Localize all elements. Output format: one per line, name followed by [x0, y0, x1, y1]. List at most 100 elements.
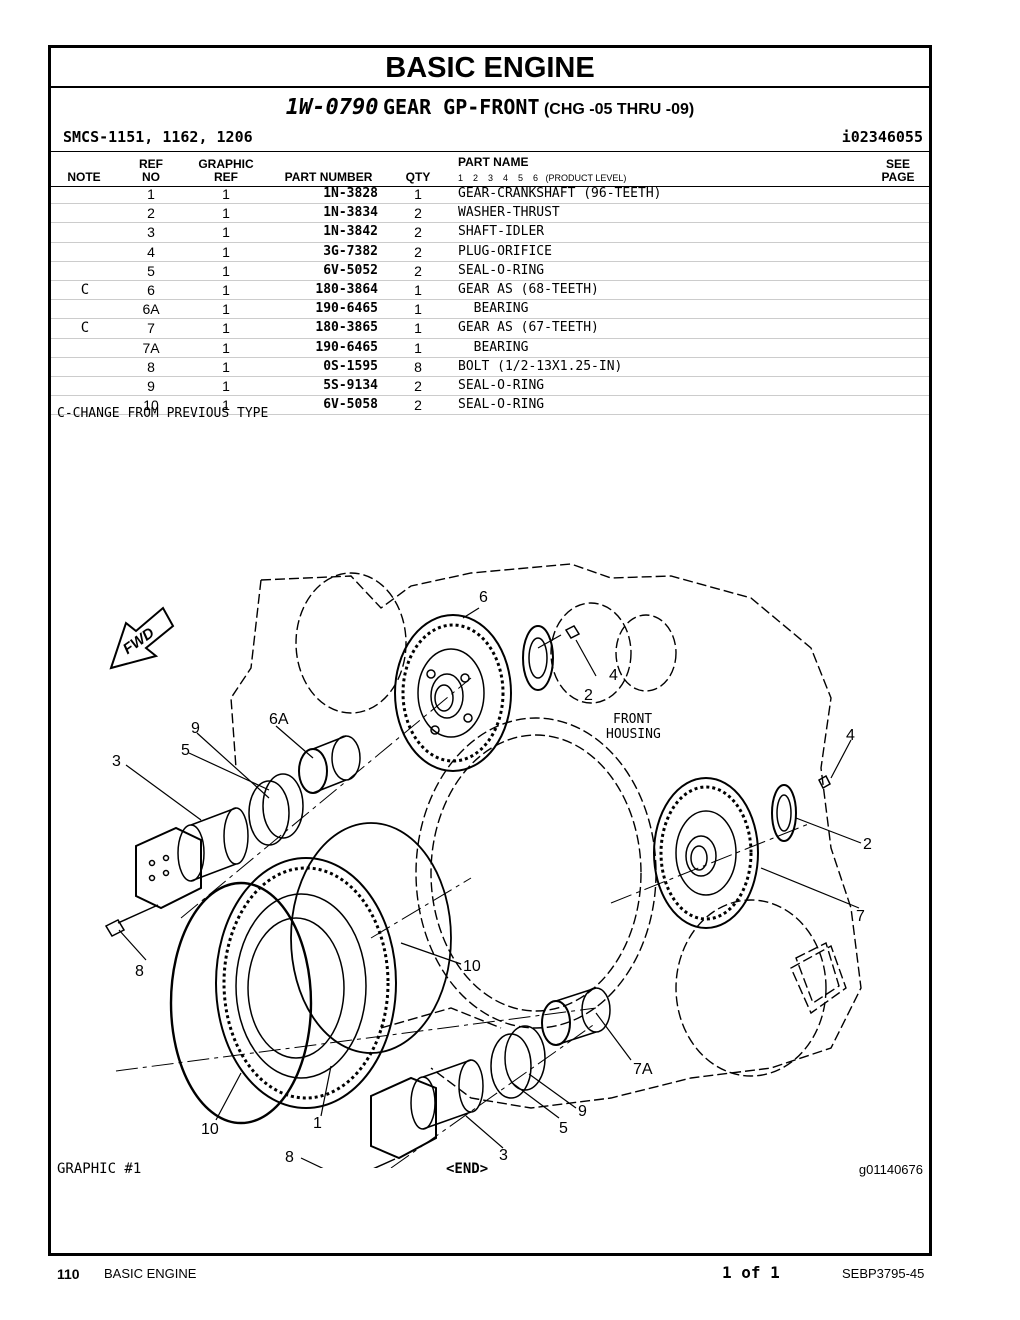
header-part-number: PART NUMBER — [284, 170, 373, 184]
callout-1: 1 — [313, 1115, 322, 1132]
ref-no-cell: 1 — [147, 186, 155, 202]
footer-page-of: 1 of 1 — [722, 1263, 780, 1282]
table-header: NOTE REF NO GRAPHIC REF PART NUMBER QTY … — [51, 151, 929, 187]
callout-9-lower: 9 — [578, 1103, 587, 1120]
footer-page-number: 110 — [57, 1266, 80, 1282]
bearing-6a — [298, 735, 361, 794]
callout-leaders — [118, 607, 862, 1168]
part-number-cell: 3G-7382 — [323, 243, 378, 259]
ref-no-cell: 3 — [147, 224, 155, 241]
part-name-cell: PLUG-ORIFICE — [458, 243, 552, 259]
bolt-lower — [373, 1158, 396, 1168]
part-number-cell: 190-6465 — [315, 339, 378, 355]
part-name-cell: GEAR-CRANKSHAFT (96-TEETH) — [458, 186, 662, 201]
part-name-cell: BEARING — [458, 301, 529, 317]
header-see-page: SEE PAGE — [881, 157, 915, 184]
callout-7a: 7A — [633, 1061, 653, 1078]
illustration-id: i02346055 — [841, 128, 923, 146]
assembly-centerlines — [115, 677, 812, 1168]
group-part-number: 1W-0790 — [285, 95, 379, 120]
page-frame: BASIC ENGINE 1W-0790 GEAR GP-FRONT (CHG … — [48, 45, 932, 1256]
header-ref-no: REF NO — [139, 157, 163, 184]
o-ring-lower-b — [504, 1025, 546, 1091]
crankshaft-gear — [215, 857, 397, 1109]
orifice-plug-lower — [818, 774, 831, 790]
part-name-cell: BEARING — [458, 339, 529, 355]
part-name-cell: WASHER-THRUST — [458, 205, 560, 221]
front-seal-ring-right — [290, 822, 452, 1054]
qty-cell: 1 — [414, 301, 422, 318]
ref-no-cell: 6 — [147, 281, 155, 298]
graphic-ref-cell: 1 — [222, 224, 230, 241]
parts-table: 1 1 1N-3828 1 GEAR-CRANKSHAFT (96-TEETH) 2 1 1N… — [51, 185, 929, 416]
front-housing-outline — [230, 563, 862, 1109]
qty-cell: 1 — [414, 186, 422, 202]
callout-2-upper: 2 — [584, 687, 593, 704]
qty-cell: 1 — [414, 339, 422, 356]
bearing-7a — [541, 987, 611, 1046]
part-name-cell: SEAL-O-RING — [458, 377, 545, 393]
part-name-cell: GEAR AS (68-TEETH) — [458, 281, 599, 297]
graphic-ref-cell: 1 — [222, 377, 230, 394]
qty-cell: 2 — [414, 262, 422, 279]
exploded-view-diagram: FWD — [104, 563, 872, 1168]
part-name-cell: SEAL-O-RING — [458, 262, 545, 278]
header-product-levels: 1 2 3 4 5 6 (PRODUCT LEVEL) — [458, 173, 627, 183]
graphic-ref-cell: 1 — [222, 205, 230, 222]
front-seal-ring-left — [169, 881, 313, 1125]
callout-10-right: 10 — [463, 958, 481, 975]
note-cell: C — [80, 320, 90, 337]
ref-no-cell: 5 — [147, 262, 155, 279]
callout-10-left: 10 — [201, 1121, 219, 1138]
callout-5-lower: 5 — [559, 1120, 568, 1137]
end-marker: <END> — [446, 1161, 489, 1177]
graphic-ref-cell: 1 — [222, 358, 230, 375]
footnote: C-CHANGE FROM PREVIOUS TYPE — [57, 406, 269, 421]
part-number-cell: 1N-3834 — [323, 205, 378, 221]
graphic-ref-cell: 1 — [222, 301, 230, 318]
callout-8-lower: 8 — [285, 1149, 294, 1166]
qty-cell: 2 — [414, 377, 422, 394]
qty-cell: 2 — [414, 224, 422, 241]
part-number-cell: 180-3865 — [315, 320, 378, 336]
callout-5-upper: 5 — [181, 742, 190, 759]
graphic-ref-cell: 1 — [222, 281, 230, 298]
callout-3-lower: 3 — [499, 1147, 508, 1164]
table-row: 9 1 5S-9134 2 SEAL-O-RING — [51, 377, 929, 397]
idler-gear-upper — [394, 614, 512, 772]
header-graphic-ref: GRAPHIC REF — [198, 157, 254, 184]
o-ring-upper-b — [262, 773, 304, 839]
callout-2-lower: 2 — [863, 836, 872, 853]
ref-no-cell: 9 — [147, 377, 155, 394]
qty-cell: 1 — [414, 281, 422, 298]
footer-section: BASIC ENGINE — [104, 1266, 197, 1281]
smcs-codes: SMCS-1151, 1162, 1206 — [63, 128, 253, 146]
callout-6a: 6A — [269, 711, 289, 728]
orifice-plug-upper — [564, 625, 581, 639]
group-name: GEAR GP-FRONT — [382, 95, 540, 119]
callout-9-upper: 9 — [191, 720, 200, 737]
part-name-cell: BOLT (1/2-13X1.25-IN) — [458, 358, 623, 374]
ref-no-cell: 7A — [142, 339, 160, 356]
part-name-cell: GEAR AS (67-TEETH) — [458, 320, 599, 336]
callout-4-upper: 4 — [609, 667, 618, 684]
part-number-cell: 5S-9134 — [323, 377, 378, 393]
housing-label-line2: HOUSING — [606, 727, 661, 742]
graphic-ref-cell: 1 — [222, 339, 230, 356]
housing-label-line1: FRONT — [613, 712, 652, 727]
part-name-cell: SHAFT-IDLER — [458, 224, 545, 240]
graphic-ref-cell: 1 — [222, 397, 230, 414]
part-number-cell: 180-3864 — [315, 281, 378, 297]
part-number-cell: 1N-3828 — [323, 186, 378, 201]
callout-numbers: 6 4 2 9 6A 5 3 4 2 7 8 10 7A 9 5 10 1 3 … — [112, 589, 872, 1166]
o-ring-lower-a — [490, 1033, 532, 1099]
graphic-ref-cell: 1 — [222, 243, 230, 260]
footer-doc-number: SEBP3795-45 — [842, 1266, 925, 1281]
